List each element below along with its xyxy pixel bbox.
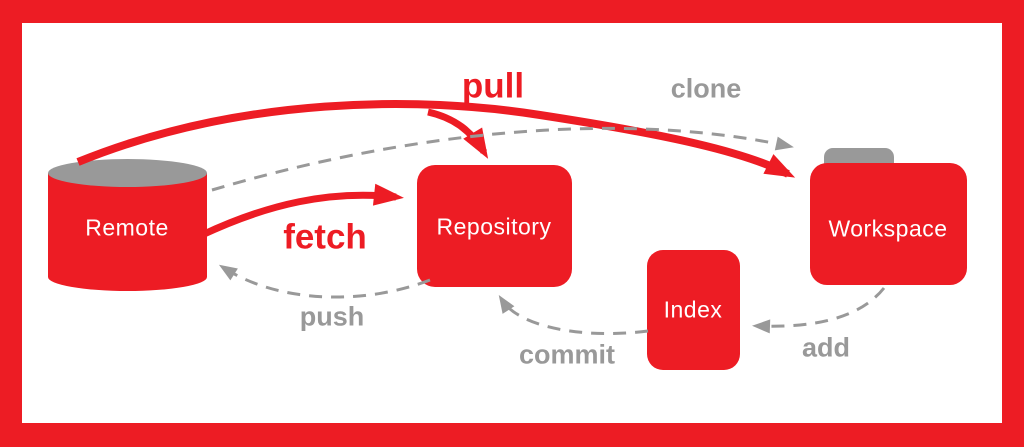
- edge-push-arrow: [218, 264, 431, 299]
- remote-cylinder-body: [48, 173, 207, 291]
- edge-label-fetch: fetch: [283, 217, 367, 257]
- remote-cylinder-top: [48, 159, 207, 187]
- edge-label-commit: commit: [518, 339, 616, 370]
- edge-pull-arrow: [76, 100, 796, 178]
- edge-add-arrow: [752, 287, 886, 334]
- node-label-workspace: Workspace: [828, 215, 948, 242]
- node-label-index: Index: [663, 296, 723, 323]
- edge-pull-branch-arrow: [427, 108, 489, 159]
- edge-fetch-arrow: [200, 183, 404, 239]
- edge-label-add: add: [801, 332, 851, 363]
- edge-commit-arrow: [498, 294, 649, 336]
- node-index: [647, 250, 740, 370]
- node-repository: [417, 165, 572, 287]
- edge-label-clone: clone: [670, 73, 742, 104]
- node-workspace: [810, 148, 967, 285]
- edge-label-pull: pull: [461, 66, 525, 106]
- workspace-folder-body: [810, 163, 967, 285]
- node-label-repository: Repository: [436, 213, 552, 240]
- node-label-remote: Remote: [85, 214, 169, 241]
- node-remote: [48, 159, 207, 291]
- edges: [76, 100, 886, 336]
- edge-label-push: push: [299, 301, 365, 332]
- edge-clone-arrow: [211, 126, 794, 192]
